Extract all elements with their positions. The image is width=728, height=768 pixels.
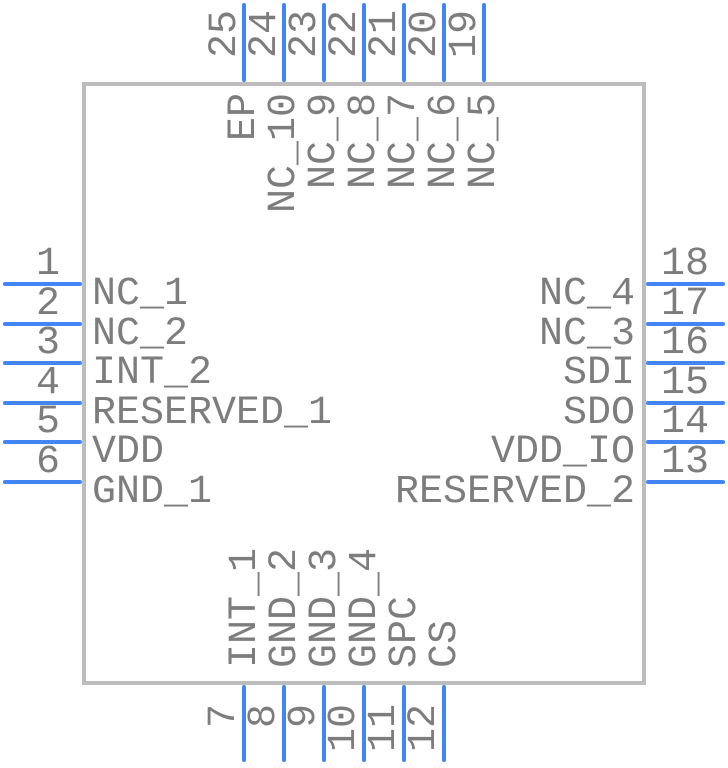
pin-17-line (646, 321, 725, 326)
pin-5-number: 5 (35, 400, 60, 445)
pin-24-line (281, 3, 286, 82)
pin-12-line (441, 685, 446, 762)
pin-16-line (646, 361, 725, 365)
pin-4-line (3, 400, 82, 405)
pin-10-label: GND_4 (342, 547, 388, 668)
pin-25-line (241, 3, 246, 82)
pin-9-number: 9 (282, 704, 328, 729)
pin-22-line (361, 3, 366, 82)
pin-10-number: 10 (322, 704, 368, 753)
pin-7-line (241, 685, 246, 762)
pin-16-label: SDI (562, 351, 635, 396)
pin-19-number: 19 (442, 9, 488, 58)
pin-25-label: EP (222, 93, 268, 142)
pin-2-label: NC_2 (92, 311, 189, 357)
pin-13-number: 13 (660, 439, 709, 485)
pin-6-line (3, 479, 82, 484)
pin-12-number: 12 (402, 704, 448, 753)
pin-18-line (646, 282, 725, 286)
pin-11-line (401, 685, 406, 762)
pin-12-label: CS (422, 619, 468, 668)
pin-24-number: 24 (242, 9, 288, 58)
pin-23-label: NC_9 (302, 93, 348, 190)
pin-13-label: RESERVED_2 (394, 469, 635, 515)
pin-20-line (441, 3, 446, 82)
pin-6-label: GND_1 (92, 469, 213, 515)
pin-21-number: 21 (362, 9, 408, 58)
pin-2-line (3, 321, 82, 326)
pin-17-label: NC_3 (538, 311, 635, 357)
pin-8-number: 8 (242, 704, 288, 729)
pin-4-number: 4 (35, 360, 60, 406)
pin-7-label: INT_1 (222, 547, 268, 668)
pin-18-label: NC_4 (538, 272, 635, 317)
pin-1-label: NC_1 (92, 272, 189, 317)
pin-5-label: VDD (92, 430, 165, 475)
pin-7-number: 7 (202, 704, 248, 729)
pin-25-number: 25 (202, 9, 248, 58)
component-body (82, 82, 646, 685)
pin-3-label: INT_2 (92, 351, 213, 396)
pin-9-label: GND_3 (302, 547, 348, 668)
pin-23-number: 23 (282, 9, 328, 58)
pin-1-line (3, 282, 82, 286)
pin-6-number: 6 (35, 439, 60, 485)
pin-11-number: 11 (362, 704, 408, 753)
pin-5-line (3, 440, 82, 444)
pin-19-line (481, 3, 486, 82)
pin-3-number: 3 (35, 321, 60, 366)
pin-16-number: 16 (660, 321, 709, 366)
pin-14-line (646, 440, 725, 444)
pin-24-label: NC_10 (262, 93, 308, 214)
pin-17-number: 17 (660, 281, 709, 327)
pin-14-label: VDD_IO (490, 430, 635, 475)
pin-4-label: RESERVED_1 (92, 390, 333, 436)
pin-22-label: NC_8 (342, 93, 388, 190)
pin-14-number: 14 (660, 400, 709, 445)
pin-19-label: NC_5 (462, 93, 508, 190)
pin-9-line (321, 685, 326, 762)
pin-18-number: 18 (660, 242, 709, 287)
pin-15-line (646, 400, 725, 405)
pin-8-line (281, 685, 286, 762)
pin-10-line (361, 685, 366, 762)
pin-20-number: 20 (402, 9, 448, 58)
pin-13-line (646, 479, 725, 484)
pin-11-label: SPC (382, 595, 428, 668)
pin-21-line (401, 3, 406, 82)
pin-8-label: GND_2 (262, 547, 308, 668)
pin-1-number: 1 (35, 242, 60, 287)
pin-20-label: NC_6 (422, 93, 468, 190)
pin-23-line (321, 3, 326, 82)
pin-21-label: NC_7 (382, 93, 428, 190)
pin-2-number: 2 (35, 281, 60, 327)
pin-15-number: 15 (660, 360, 709, 406)
pin-22-number: 22 (322, 9, 368, 58)
pin-3-line (3, 361, 82, 365)
pin-15-label: SDO (562, 390, 635, 436)
